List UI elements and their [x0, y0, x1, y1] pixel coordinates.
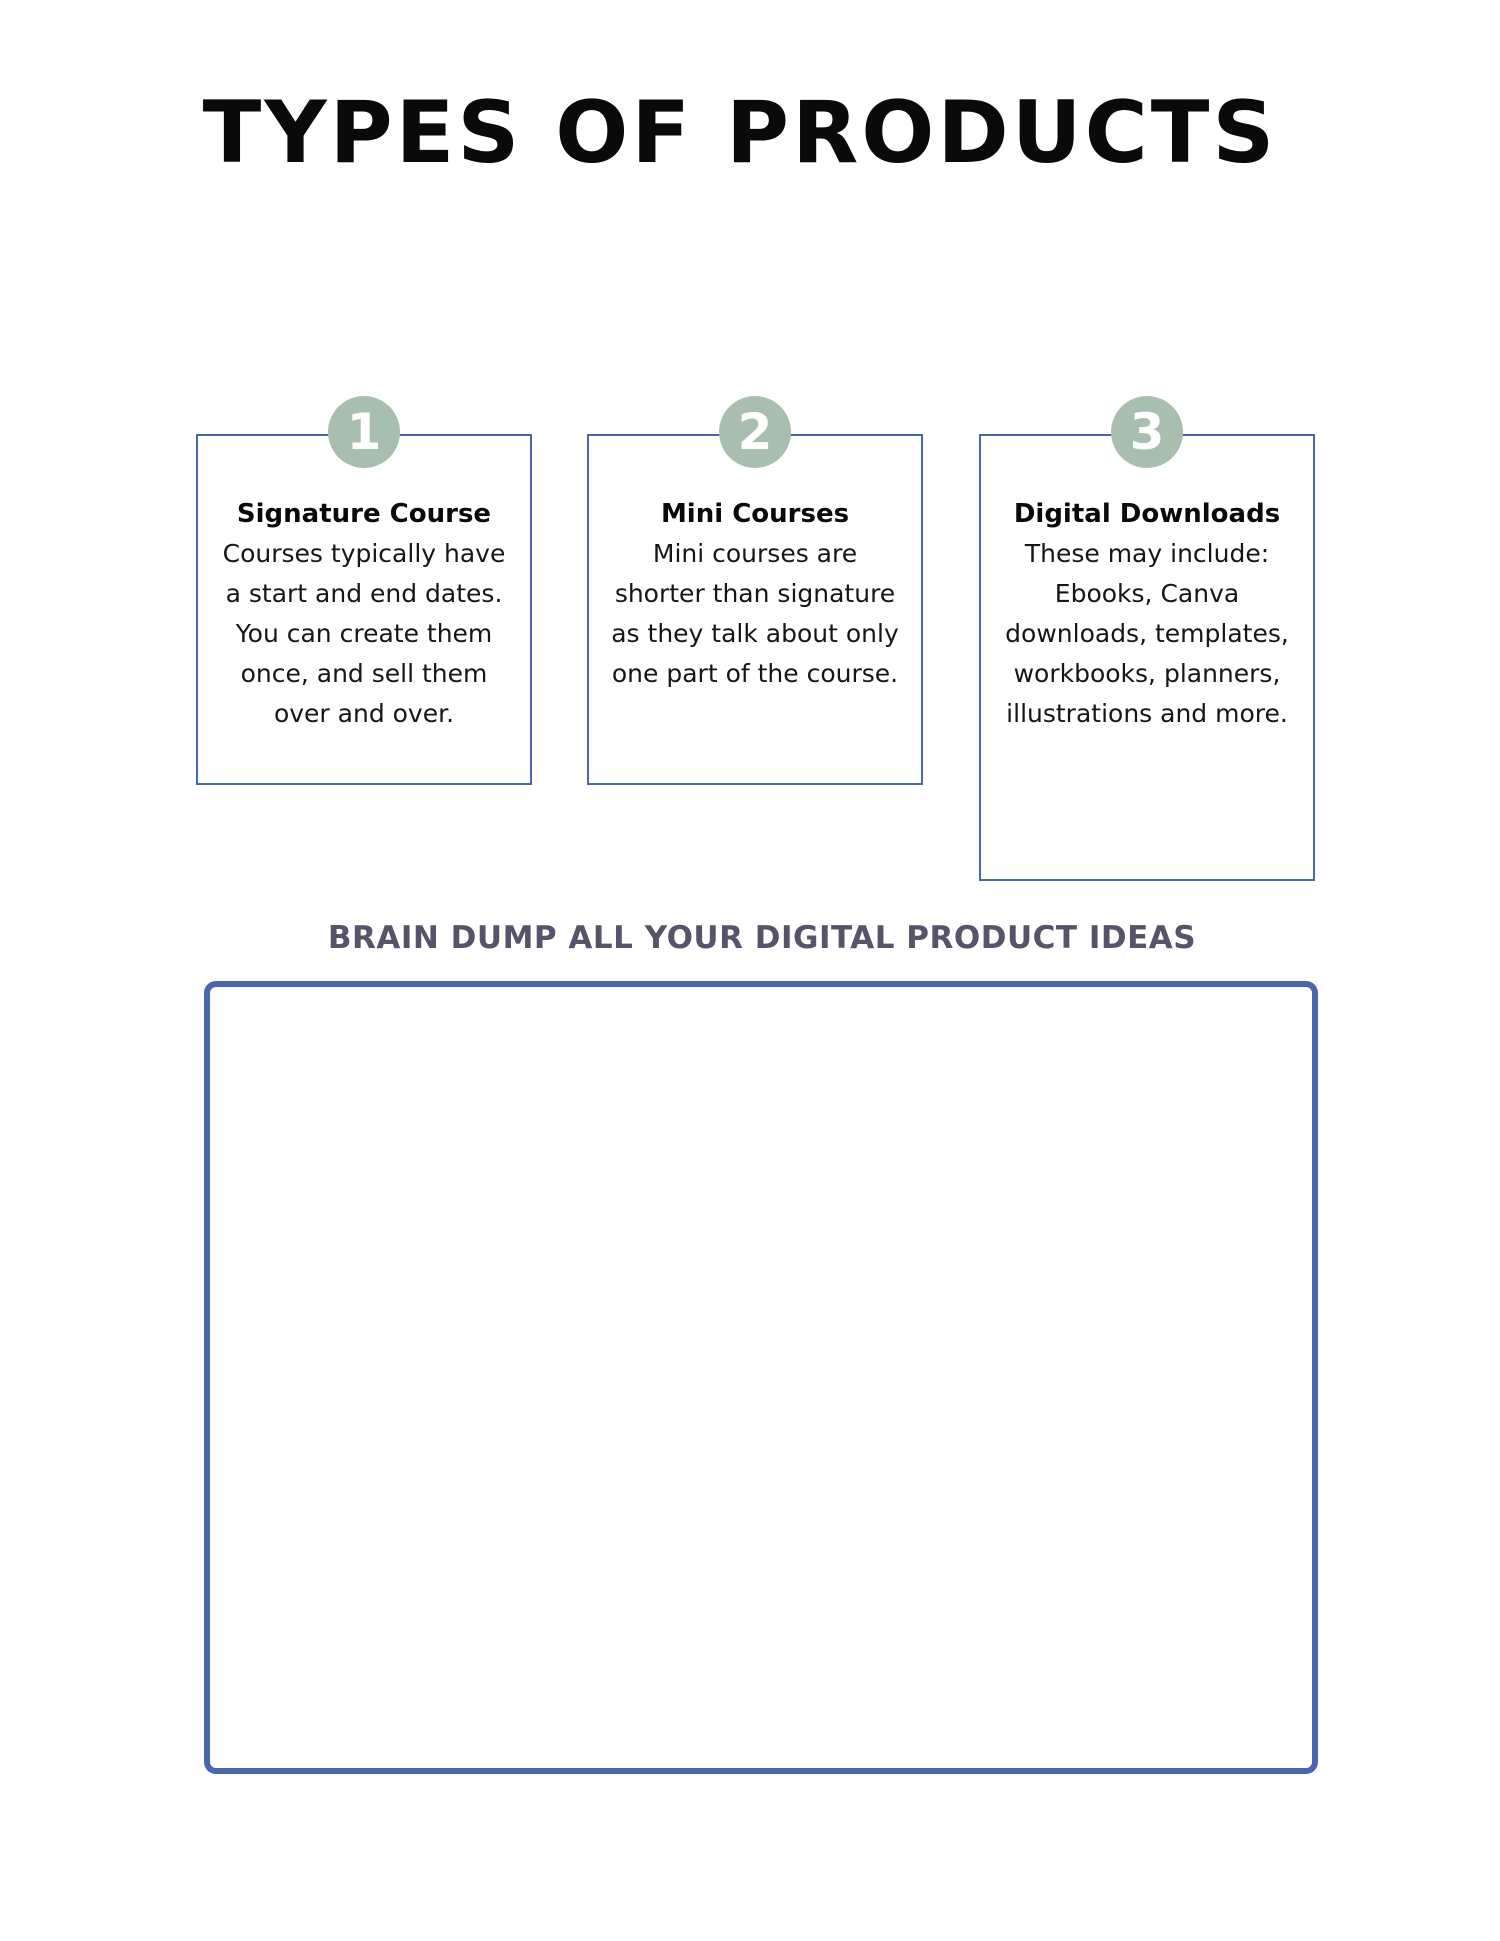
number-badge: 2 — [719, 396, 791, 468]
card-text: Courses typically have a start and end d… — [222, 539, 506, 728]
product-card-digital-downloads: 3 Digital Downloads These may include: E… — [979, 396, 1315, 881]
page-title: TYPES OF PRODUCTS — [202, 83, 1278, 183]
card-heading: Signature Course — [236, 499, 492, 529]
card-text: These may include: Ebooks, Canva downloa… — [1005, 539, 1289, 728]
number-badge: 3 — [1111, 396, 1183, 468]
card-body: Signature Course Courses typically have … — [208, 494, 520, 734]
card-text: Mini courses are shorter than signature … — [611, 539, 899, 688]
product-card-signature-course: 1 Signature Course Courses typically hav… — [196, 396, 532, 785]
card-body: Mini Courses Mini courses are shorter th… — [599, 494, 911, 694]
card-heading: Mini Courses — [660, 499, 850, 529]
product-card-mini-courses: 2 Mini Courses Mini courses are shorter … — [587, 396, 923, 785]
number-badge: 1 — [328, 396, 400, 468]
card-body: Digital Downloads These may include: Ebo… — [991, 494, 1303, 734]
brain-dump-heading: BRAIN DUMP ALL YOUR DIGITAL PRODUCT IDEA… — [327, 920, 1197, 956]
card-heading: Digital Downloads — [1013, 499, 1281, 529]
brain-dump-writing-area — [204, 981, 1318, 1774]
